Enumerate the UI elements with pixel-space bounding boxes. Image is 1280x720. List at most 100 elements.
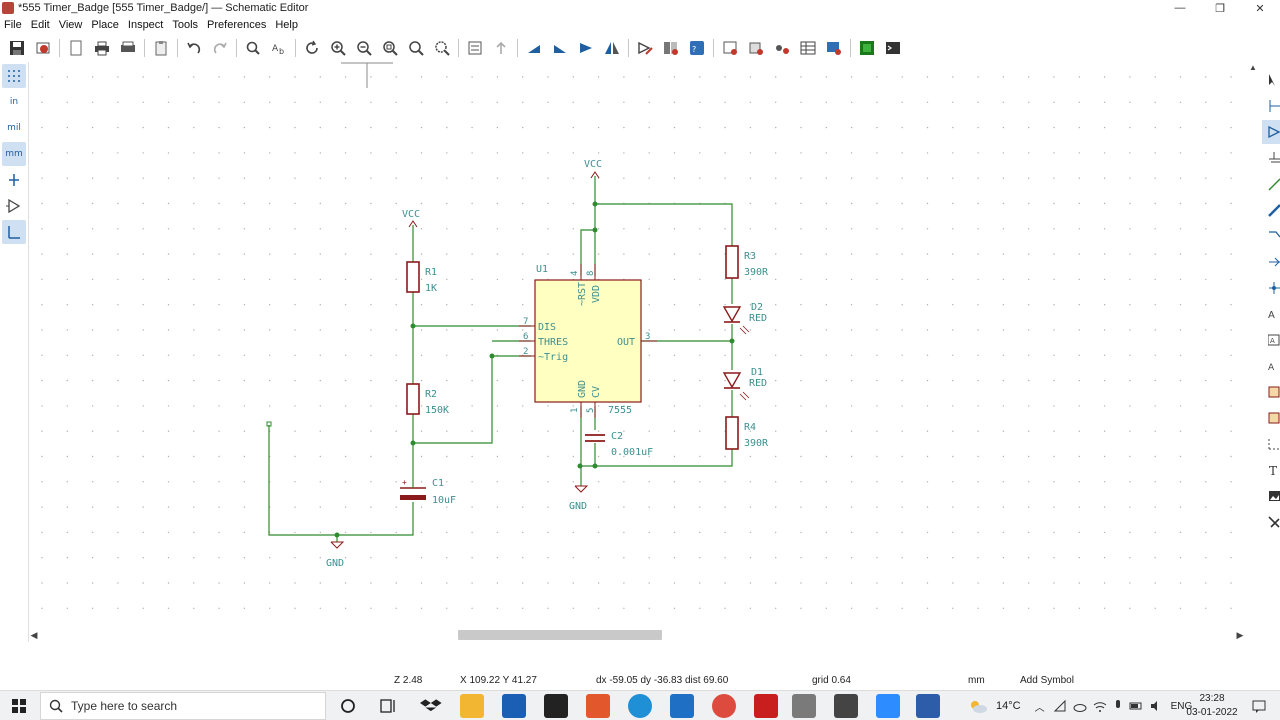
symbol-library-browser-icon[interactable] bbox=[658, 36, 684, 60]
add-power-icon[interactable] bbox=[1262, 146, 1280, 170]
d2-reference[interactable]: D2 bbox=[751, 302, 763, 313]
c1-value[interactable]: 10uF bbox=[432, 495, 456, 506]
acrobat-icon[interactable] bbox=[754, 694, 778, 718]
edge-icon[interactable] bbox=[628, 694, 652, 718]
wire[interactable] bbox=[268, 425, 414, 536]
add-line-icon[interactable] bbox=[1262, 432, 1280, 456]
add-label-icon[interactable]: A bbox=[1262, 302, 1280, 326]
start-button[interactable] bbox=[0, 691, 38, 720]
delete-tool-icon[interactable] bbox=[1262, 510, 1280, 534]
add-bus-icon[interactable] bbox=[1262, 198, 1280, 222]
menu-help[interactable]: Help bbox=[275, 19, 298, 31]
gnd-symbol-left[interactable] bbox=[330, 541, 345, 549]
resistor-r2[interactable] bbox=[406, 383, 420, 415]
units-mm-button[interactable]: mm bbox=[2, 142, 26, 166]
task-view-icon[interactable] bbox=[376, 694, 400, 718]
gnd-symbol-mid[interactable] bbox=[574, 485, 589, 493]
chevron-up-icon[interactable]: ︿ bbox=[1034, 702, 1045, 714]
add-symbol-icon[interactable] bbox=[1262, 120, 1280, 144]
menu-preferences[interactable]: Preferences bbox=[207, 19, 267, 31]
resistor-r4[interactable] bbox=[725, 416, 739, 450]
zoom-out-icon[interactable] bbox=[351, 36, 377, 60]
generate-netlist-icon[interactable] bbox=[769, 36, 795, 60]
mirror-vertical-icon[interactable] bbox=[573, 36, 599, 60]
wire[interactable] bbox=[580, 449, 733, 467]
import-sheet-pin-icon[interactable] bbox=[1262, 406, 1280, 430]
weather-temperature[interactable]: 14°C bbox=[996, 700, 1021, 712]
refresh-icon[interactable] bbox=[299, 36, 325, 60]
add-wire-icon[interactable] bbox=[1262, 172, 1280, 196]
menu-view[interactable]: View bbox=[58, 19, 83, 31]
scripting-console-icon[interactable] bbox=[880, 36, 906, 60]
cortana-icon[interactable] bbox=[336, 694, 360, 718]
leave-sheet-icon[interactable] bbox=[488, 36, 514, 60]
language-indicator[interactable]: ENG bbox=[1170, 700, 1193, 712]
scroll-right-arrow[interactable]: ▶ bbox=[1236, 630, 1244, 640]
calculator-icon[interactable] bbox=[792, 694, 816, 718]
r2-reference[interactable]: R2 bbox=[425, 389, 437, 400]
wire[interactable] bbox=[580, 204, 596, 276]
print-icon[interactable] bbox=[89, 36, 115, 60]
page-settings-icon[interactable] bbox=[63, 36, 89, 60]
dropbox-icon[interactable] bbox=[420, 694, 444, 718]
taskbar-search-box[interactable]: Type here to search bbox=[40, 692, 326, 720]
horizontal-scroll-thumb[interactable] bbox=[458, 630, 662, 640]
open-pcb-editor-icon[interactable] bbox=[854, 36, 880, 60]
taskbar-clock[interactable]: 23:28 03-01-2022 bbox=[1186, 692, 1238, 720]
restore-button[interactable]: ❐ bbox=[1215, 2, 1225, 15]
plot-icon[interactable] bbox=[115, 36, 141, 60]
scroll-up-arrow[interactable]: ▲ bbox=[1249, 63, 1257, 72]
r2-value[interactable]: 150K bbox=[425, 405, 449, 416]
add-bus-entry-icon[interactable] bbox=[1262, 224, 1280, 248]
d1-value[interactable]: RED bbox=[749, 378, 767, 389]
network-icon[interactable] bbox=[1053, 699, 1067, 713]
vcc-symbol-left[interactable] bbox=[408, 220, 418, 228]
r4-value[interactable]: 390R bbox=[744, 438, 769, 449]
close-button[interactable]: ✕ bbox=[1255, 2, 1265, 15]
bom-icon[interactable] bbox=[795, 36, 821, 60]
grid-toggle-icon[interactable] bbox=[2, 64, 26, 88]
r3-value[interactable]: 390R bbox=[744, 267, 769, 278]
schematic-canvas[interactable]: + bbox=[28, 62, 1260, 642]
menu-inspect[interactable]: Inspect bbox=[127, 19, 164, 31]
media-icon[interactable] bbox=[834, 694, 858, 718]
schematic-setup-icon[interactable] bbox=[30, 36, 56, 60]
chrome-icon[interactable] bbox=[712, 694, 736, 718]
battery-icon[interactable] bbox=[1129, 699, 1143, 713]
symbol-editor-icon[interactable] bbox=[632, 36, 658, 60]
save-icon[interactable] bbox=[4, 36, 30, 60]
capacitor-c1[interactable] bbox=[400, 478, 426, 500]
outlook-icon[interactable] bbox=[670, 694, 694, 718]
wire[interactable] bbox=[594, 176, 733, 246]
r1-reference[interactable]: R1 bbox=[425, 267, 437, 278]
highlight-net-icon[interactable] bbox=[1262, 94, 1280, 118]
add-image-icon[interactable] bbox=[1262, 484, 1280, 508]
store-icon[interactable] bbox=[502, 694, 526, 718]
diode-d2[interactable] bbox=[722, 306, 750, 335]
annotate-icon[interactable]: ? bbox=[684, 36, 710, 60]
kicad-taskbar-icon[interactable] bbox=[916, 694, 940, 718]
zoom-objects-icon[interactable] bbox=[403, 36, 429, 60]
erc-icon[interactable] bbox=[717, 36, 743, 60]
assign-footprints-icon[interactable] bbox=[743, 36, 769, 60]
add-text-icon[interactable]: T bbox=[1262, 458, 1280, 482]
add-global-label-icon[interactable]: A bbox=[1262, 328, 1280, 352]
line-angle-icon[interactable] bbox=[2, 220, 26, 244]
menu-tools[interactable]: Tools bbox=[172, 19, 199, 31]
select-tool-icon[interactable] bbox=[1262, 68, 1280, 92]
u1-value[interactable]: 7555 bbox=[608, 405, 632, 416]
vertical-scrollbar[interactable]: ▲ bbox=[1246, 62, 1260, 628]
c2-reference[interactable]: C2 bbox=[611, 431, 623, 442]
zoom-selection-icon[interactable] bbox=[429, 36, 455, 60]
r1-value[interactable]: 1K bbox=[425, 283, 437, 294]
add-junction-icon[interactable] bbox=[1262, 276, 1280, 300]
mirror-horizontal-icon[interactable] bbox=[599, 36, 625, 60]
schematic-drawing[interactable]: + bbox=[29, 62, 1247, 628]
resistor-r3[interactable] bbox=[725, 245, 739, 279]
wire[interactable] bbox=[413, 355, 531, 444]
microphone-icon[interactable] bbox=[1113, 699, 1123, 713]
cloud-icon[interactable] bbox=[1073, 699, 1087, 713]
show-hidden-pins-icon[interactable] bbox=[2, 194, 26, 218]
units-inches-button[interactable]: in bbox=[9, 97, 19, 107]
